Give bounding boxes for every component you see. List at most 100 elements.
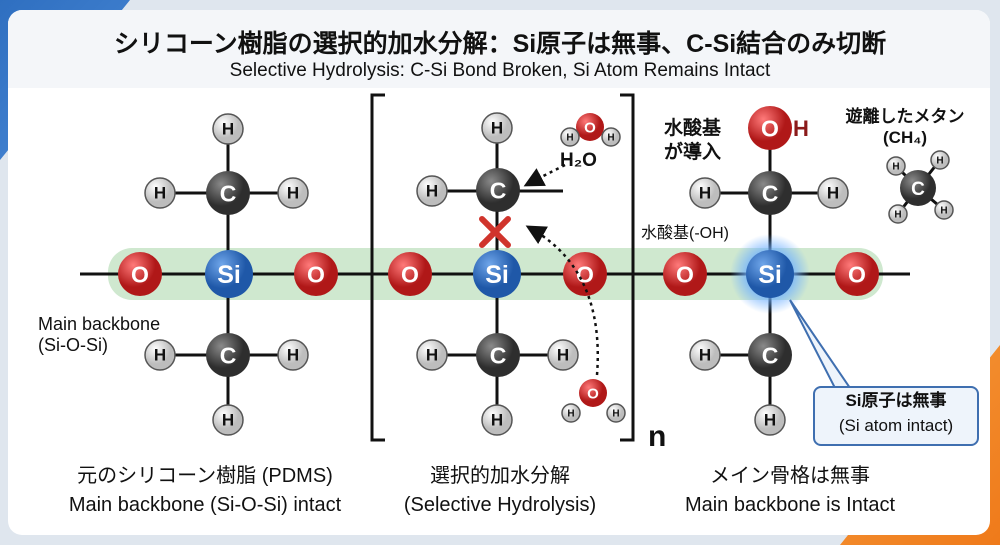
atom-symbol: H xyxy=(936,155,943,166)
atom-symbol: H xyxy=(827,184,839,203)
h-atom: H xyxy=(930,150,950,170)
atom-symbol: C xyxy=(220,342,237,368)
caption-en: Main backbone (Si-O-Si) intact xyxy=(68,494,342,516)
o-atom: O xyxy=(663,252,707,296)
atom-symbol: H xyxy=(567,408,574,419)
atom-sphere xyxy=(547,339,579,371)
atom-sphere xyxy=(205,250,253,298)
atom-symbol: H xyxy=(222,411,234,430)
callout-pointer xyxy=(789,299,852,389)
caption-en: (Selective Hydrolysis) xyxy=(403,494,597,516)
si-atom: Si xyxy=(205,250,253,298)
caption-hydrolysis: 選択的加水分解 (Selective Hydrolysis) xyxy=(370,462,630,520)
released-methane-text: 遊離したメタン xyxy=(845,107,965,126)
atom-sphere xyxy=(206,333,250,377)
atom-sphere xyxy=(388,252,432,296)
h-atom: H xyxy=(212,404,244,436)
atom-sphere xyxy=(663,252,707,296)
atom-symbol: H xyxy=(426,182,438,201)
si-intact-callout: Si原子は無事 (Si atom intact) xyxy=(813,386,979,446)
atom-symbol: H xyxy=(894,209,901,220)
atom-sphere xyxy=(576,113,604,141)
atom-symbol: H xyxy=(426,346,438,365)
atom-sphere xyxy=(277,339,309,371)
atom-sphere xyxy=(144,177,176,209)
atom-sphere xyxy=(748,333,792,377)
h-atom: H xyxy=(212,113,244,145)
atom-sphere xyxy=(748,106,792,150)
atom-symbol: Si xyxy=(485,261,509,289)
atom-sphere xyxy=(563,252,607,296)
title: シリコーン樹脂の選択的加水分解：Si原子は無事、C-Si結合のみ切断 xyxy=(113,30,887,58)
h-atom: H xyxy=(689,339,721,371)
atom-symbol: C xyxy=(762,180,779,206)
caption-ja: メイン骨格は無事 xyxy=(710,465,870,487)
atom-sphere xyxy=(561,403,581,423)
c-atom: C xyxy=(206,171,250,215)
released-methane-label: 遊離したメタン (CH₄) xyxy=(830,106,980,148)
header-band xyxy=(8,10,990,88)
atom-symbol: O xyxy=(848,261,866,287)
o-atom: O xyxy=(579,379,607,407)
atom-symbol: H xyxy=(699,184,711,203)
h-atom: H xyxy=(934,200,954,220)
atom-symbol: Si xyxy=(758,261,782,289)
atom-sphere xyxy=(817,177,849,209)
h-atom: H xyxy=(601,127,621,147)
h-atom: H xyxy=(144,339,176,371)
atom-symbol: H xyxy=(491,119,503,138)
atom-symbol: O xyxy=(676,261,694,287)
atom-sphere xyxy=(294,252,338,296)
main-backbone-formula: (Si-O-Si) xyxy=(38,335,108,355)
c-atom: C xyxy=(900,170,936,206)
h-atom: H xyxy=(754,404,786,436)
atom-symbol: O xyxy=(131,261,149,287)
atom-sphere xyxy=(416,339,448,371)
atom-symbol: O xyxy=(576,261,594,287)
c-atom: C xyxy=(476,168,520,212)
atom-symbol: O xyxy=(401,261,419,287)
atom-symbol: O xyxy=(587,385,599,402)
atom-symbol: O xyxy=(761,115,779,141)
atom-symbol: H xyxy=(154,346,166,365)
hydroxyl-introduced-line2: が導入 xyxy=(664,142,722,163)
atom-symbol: O xyxy=(307,261,325,287)
water-label: H₂O xyxy=(560,150,597,171)
atom-sphere xyxy=(689,177,721,209)
o-atom: O xyxy=(748,106,792,150)
atom-symbol: H xyxy=(491,411,503,430)
h-atom: H xyxy=(561,403,581,423)
subtitle: Selective Hydrolysis: C-Si Bond Broken, … xyxy=(229,60,771,81)
h-atom: H xyxy=(560,127,580,147)
atom-symbol: C xyxy=(911,179,925,200)
bracket-left xyxy=(370,93,385,442)
atom-symbol: H xyxy=(699,346,711,365)
water-attack-arrow xyxy=(525,225,599,376)
o-atom: O xyxy=(576,113,604,141)
atom-symbol: H xyxy=(566,132,573,143)
atom-sphere xyxy=(277,177,309,209)
hydroxyl-h-label: H xyxy=(793,116,809,141)
atom-sphere xyxy=(930,150,950,170)
c-atom: C xyxy=(748,333,792,377)
atom-sphere xyxy=(481,112,513,144)
atom-sphere xyxy=(900,170,936,206)
si-intact-ja: Si原子は無事 xyxy=(845,391,947,410)
atom-sphere xyxy=(473,250,521,298)
atom-symbol: C xyxy=(762,342,779,368)
h-atom: H xyxy=(888,204,908,224)
c-atom: C xyxy=(476,333,520,377)
atom-symbol: C xyxy=(490,177,507,203)
h-atom: H xyxy=(277,339,309,371)
atom-sphere xyxy=(746,250,794,298)
h-atom: H xyxy=(481,112,513,144)
atom-symbol: H xyxy=(154,184,166,203)
h-atom: H xyxy=(606,403,626,423)
bond-cleavage-x-icon xyxy=(479,216,511,248)
atom-symbol: H xyxy=(940,205,947,216)
atom-sphere xyxy=(481,404,513,436)
atom-sphere xyxy=(601,127,621,147)
atom-sphere xyxy=(212,113,244,145)
atom-sphere xyxy=(118,252,162,296)
